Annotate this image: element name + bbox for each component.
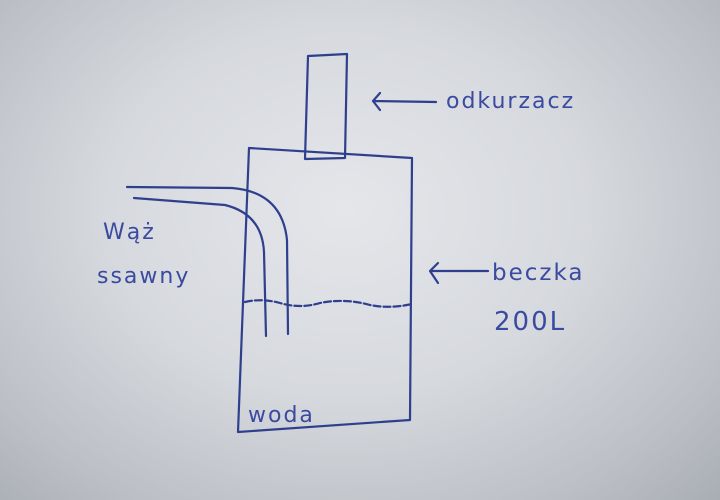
arrow-to-vacuum	[371, 91, 438, 112]
label-barrel-line1: beczka	[492, 260, 585, 286]
label-hose-line2: ssawny	[97, 264, 191, 289]
label-barrel-line2: 200L	[494, 307, 567, 337]
label-vacuum: odkurzacz	[446, 89, 576, 114]
suction-hose-inner	[132, 196, 268, 338]
barrel-outline	[236, 146, 414, 434]
arrow-to-barrel	[428, 261, 490, 285]
label-hose-line1: Wąż	[103, 220, 156, 245]
label-water: woda	[248, 403, 315, 428]
vacuum-box	[303, 52, 349, 161]
suction-hose-outer	[125, 185, 290, 336]
water-level-line	[243, 299, 414, 308]
